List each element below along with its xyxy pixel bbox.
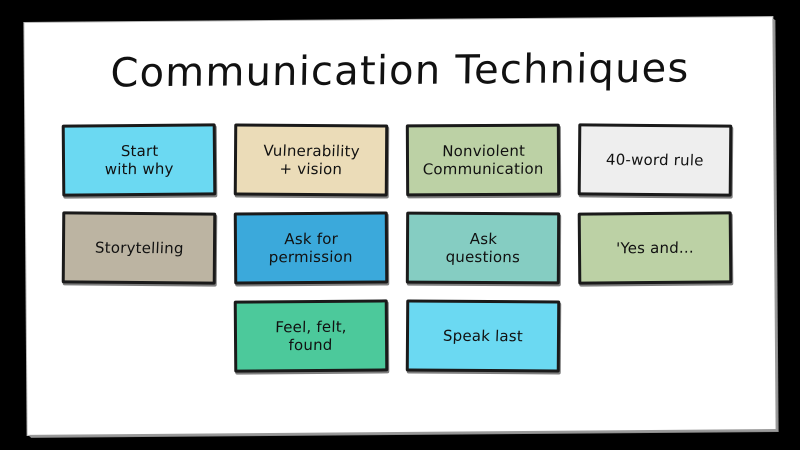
technique-card-label: 'Yes and… [615,238,695,258]
grid-cell-empty [578,300,732,372]
technique-card-label: Start with why [104,141,174,179]
grid-cell-empty [62,300,216,372]
technique-card[interactable]: Feel, felt, found [233,299,389,373]
page-title: Communication Techniques [110,45,690,97]
technique-card[interactable]: Nonviolent Communication [405,123,561,197]
technique-card-label: Vulnerability + vision [262,141,360,179]
grid-cell: Ask for permission [233,211,389,285]
grid-cell: Vulnerability + vision [233,123,389,197]
grid-cell: Storytelling [61,211,217,285]
technique-card-label: Ask for permission [268,229,353,267]
technique-card[interactable]: Ask for permission [233,211,389,285]
grid-row: Storytelling Ask for permission Ask ques… [61,211,738,285]
technique-card-label: Storytelling [94,238,184,258]
technique-card-label: Speak last [442,326,524,346]
technique-grid: Start with why Vulnerability + vision No… [61,123,738,388]
grid-cell: Start with why [61,123,217,197]
grid-cell: Ask questions [405,211,561,285]
technique-card[interactable]: Ask questions [405,211,561,285]
technique-card[interactable]: 'Yes and… [577,211,733,285]
technique-card-label: 40-word rule [605,150,705,170]
technique-card[interactable]: Storytelling [61,211,217,285]
grid-cell: 'Yes and… [577,211,733,285]
grid-cell: Speak last [405,299,561,373]
grid-cell: 40-word rule [577,123,733,197]
grid-row: Start with why Vulnerability + vision No… [61,123,738,197]
grid-row: Feel, felt, found Speak last [62,299,738,373]
technique-card[interactable]: 40-word rule [577,123,733,197]
technique-card[interactable]: Start with why [61,123,217,197]
grid-cell: Feel, felt, found [233,299,389,373]
technique-card[interactable]: Speak last [405,299,561,373]
technique-card-label: Feel, felt, found [275,317,348,355]
technique-card[interactable]: Vulnerability + vision [233,123,389,197]
technique-card-label: Ask questions [445,229,521,267]
paper-sheet: Communication Techniques Start with why … [24,17,776,435]
technique-card-label: Nonviolent Communication [422,141,544,179]
grid-cell: Nonviolent Communication [405,123,561,197]
